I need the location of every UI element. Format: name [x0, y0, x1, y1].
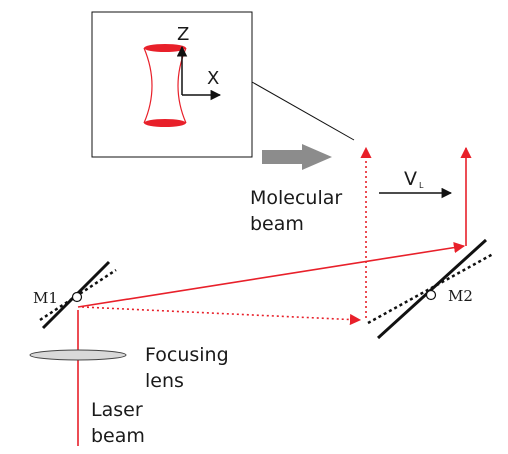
m2-label: M2	[448, 287, 473, 305]
velocity-subscript: L	[419, 181, 424, 190]
m1-label: M1	[33, 289, 58, 307]
laser-beam-label-line1: Laser	[91, 399, 143, 421]
direction-arrow-gray	[262, 144, 332, 170]
laser-beam-dotted	[81, 306, 362, 326]
inset-box	[91, 11, 253, 158]
velocity-label: V	[404, 168, 417, 190]
inset-axes: Z X	[176, 24, 222, 101]
laser-beam-m1-to-m2	[77, 242, 466, 308]
laser-beam-label-line2: beam	[91, 425, 145, 447]
mirror-m1	[39, 260, 117, 330]
molecular-beam-label-line1: Molecular	[250, 187, 342, 209]
focusing-lens-label-line1: Focusing	[145, 344, 229, 366]
molecular-beam-label-line2: beam	[250, 213, 304, 235]
axis-z-label: Z	[177, 24, 189, 45]
axis-x-label: X	[207, 68, 219, 89]
zoom-connector	[251, 81, 355, 141]
focusing-lens-label-line2: lens	[145, 370, 184, 392]
mirror-m2	[367, 238, 494, 340]
focusing-lens	[29, 349, 127, 361]
